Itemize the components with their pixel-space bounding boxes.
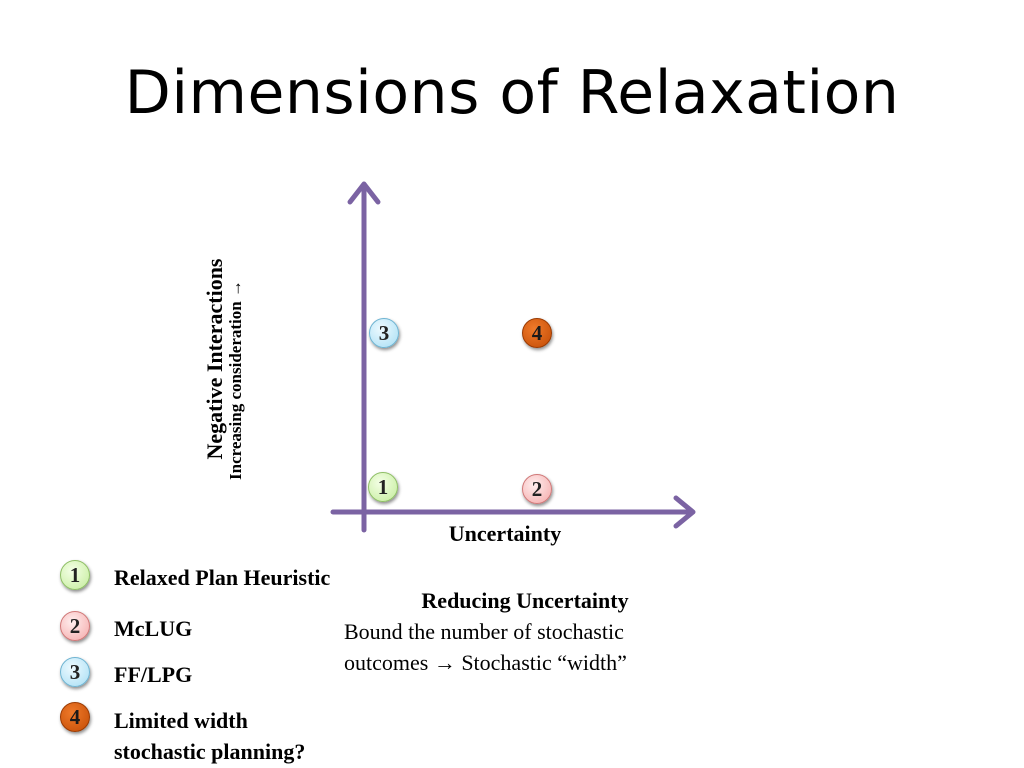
note-line-1: Bound the number of stochastic	[344, 619, 624, 644]
legend-badge-4: 4	[60, 702, 90, 732]
legend-text-4-line2: stochastic planning?	[114, 739, 306, 764]
increasing-consideration-label: Increasing consideration →	[226, 280, 245, 480]
point-3-badge: 3	[369, 318, 399, 348]
legend-text-1: Relaxed Plan Heuristic	[114, 565, 331, 590]
legend-text-4-line1: Limited width	[114, 708, 248, 733]
legend-badge-3: 3	[60, 657, 90, 687]
legend-badge-1: 1	[60, 560, 90, 590]
y-axis-label: Negative Interactions	[202, 258, 227, 460]
point-4-badge: 4	[522, 318, 552, 348]
x-axis-label: Uncertainty	[448, 521, 562, 546]
y-axis-arrowhead	[347, 181, 381, 205]
note-line-2: outcomes → Stochastic “width”	[344, 650, 627, 675]
legend-text-3: FF/LPG	[114, 662, 193, 687]
legend-text-2: McLUG	[114, 616, 193, 641]
legend-badge-2: 2	[60, 611, 90, 641]
point-2-badge: 2	[522, 474, 552, 504]
legend-text-4: Limited width stochastic planning?	[114, 705, 305, 767]
point-1-badge: 1	[368, 472, 398, 502]
note-heading: Reducing Uncertainty	[421, 588, 629, 613]
x-axis-arrowhead	[673, 495, 696, 529]
slide-title: Dimensions of Relaxation	[124, 58, 900, 128]
reducing-uncertainty-note: Reducing Uncertainty Bound the number of…	[344, 586, 706, 678]
